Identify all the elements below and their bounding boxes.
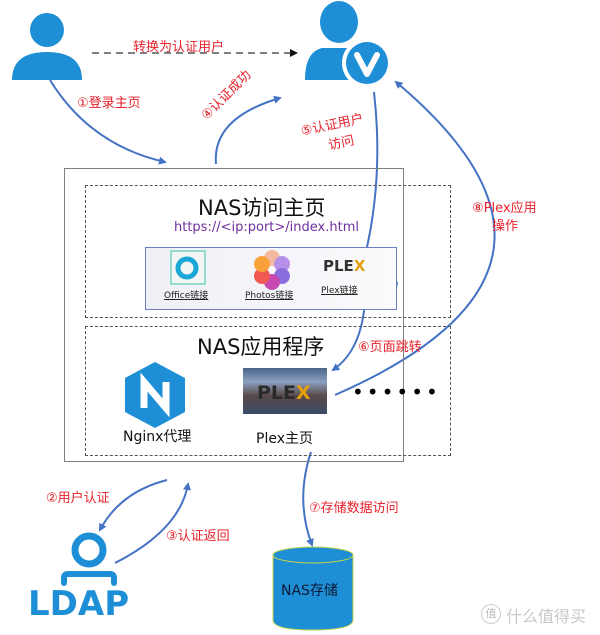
nas-storage-label: NAS存储: [281, 583, 338, 599]
step2-arrow: [99, 479, 168, 532]
apps-box: [85, 326, 451, 456]
step6-label: ⑥页面跳转: [358, 340, 422, 355]
nginx-label: Nginx代理: [123, 429, 192, 445]
step1-arrow: [49, 79, 167, 165]
plex-logo-accent: X: [353, 257, 366, 275]
more-apps-ellipsis: ••••••: [352, 380, 441, 404]
step8-label-line2: 操作: [492, 219, 519, 234]
convert-label: 转换为认证用户: [133, 40, 225, 55]
plex-home-label: Plex主页: [256, 431, 313, 447]
watermark-badge: 值: [481, 604, 501, 624]
step8-label-line1: ⑧Plex应用: [472, 201, 537, 216]
step7-label: ⑦存储数据访问: [309, 501, 399, 516]
apps-title: NAS应用程序: [197, 335, 325, 359]
portal-url: https://<ip:port>/index.html: [174, 220, 359, 235]
plex-thumbnail[interactable]: PLEX: [243, 368, 327, 414]
ldap-label: LDAP: [28, 584, 130, 624]
step3-label: ③认证返回: [166, 529, 230, 544]
watermark-text: 什么值得买: [506, 607, 587, 626]
plex-logo-text: PLE: [323, 257, 354, 275]
plex-thumbnail-logo: PLEX: [257, 382, 311, 404]
plex-link[interactable]: Plex链接: [321, 286, 358, 296]
step1-label: ①登录主页: [77, 96, 141, 111]
portal-title: NAS访问主页: [198, 196, 326, 220]
nas-system-box: [64, 168, 404, 462]
office-link[interactable]: Office链接: [164, 291, 209, 301]
step2-label: ②用户认证: [46, 491, 110, 506]
plex-thumbnail-text: PLE: [257, 382, 297, 404]
step3-arrow: [114, 482, 191, 564]
plex-thumbnail-accent: X: [296, 382, 311, 404]
step5-arrow: [361, 91, 379, 262]
photos-link[interactable]: Photos链接: [245, 291, 294, 301]
step4-arrow: [214, 95, 282, 165]
plex-logo: PLEX: [323, 257, 365, 275]
portal-box: [85, 185, 451, 318]
